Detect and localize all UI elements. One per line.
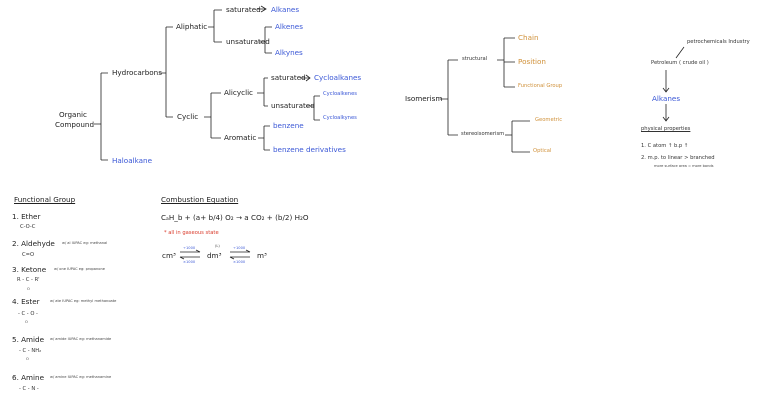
ketone-note: w/ one IUPAC eg: propanone — [54, 267, 105, 271]
aliphatic-label: Aliphatic — [176, 22, 208, 31]
alkynes-label: Alkynes — [275, 48, 303, 57]
property-1: 1. C atom ↑ b.p ↑ — [641, 143, 689, 149]
optical-label: Optical — [533, 148, 552, 154]
haloalkane-label: Haloalkane — [112, 156, 153, 165]
combustion-equation: CₐH_b + (a+ b/4) O₂ → a CO₂ + (b/2) H₂O — [161, 213, 309, 222]
conv-cm3-dm3: ÷1000 — [183, 246, 196, 250]
cyclic-unsaturated-label: unsaturated — [271, 101, 315, 110]
functional-group-isomer-label: Functional Group — [518, 83, 563, 89]
petroleum-label: Petroleum ( crude oil ) — [651, 60, 709, 66]
ketone-oxygen: O — [27, 287, 30, 291]
amine-formula: - C - N - — [19, 386, 39, 392]
ketone-formula: R - C - R' — [17, 277, 40, 283]
benzene-label: benzene — [273, 121, 304, 130]
unit-l-note: (L) — [215, 244, 220, 248]
ketone-label: 3. Ketone — [12, 265, 47, 274]
conv-dm3-m3: ÷1000 — [233, 246, 246, 250]
property-2-note: more surface area = more bonds — [654, 164, 714, 168]
alicyclic-label: Alicyclic — [224, 88, 254, 97]
ester-oxygen: O — [25, 320, 28, 324]
ester-note: w/ ate IUPAC eg: methyl methanoate — [50, 299, 117, 303]
aldehyde-note: w/ al IUPAC eg: methanal — [62, 241, 108, 245]
benzene-derivatives-label: benzene derivatives — [273, 145, 346, 154]
saturated-label: saturated — [226, 5, 261, 14]
alkanes-label: Alkanes — [271, 5, 300, 14]
property-2: 2. m.p. to linear > branched — [641, 155, 715, 161]
ester-formula: - C - O - — [18, 311, 38, 317]
amide-label: 5. Amide — [12, 335, 45, 344]
amide-formula: - C - NH₂ — [19, 348, 42, 354]
structural-label: structural — [462, 56, 488, 62]
cyclic-label: Cyclic — [177, 112, 199, 121]
cyclic-saturated-label: saturated — [271, 73, 306, 82]
ester-label: 4. Ester — [12, 297, 40, 306]
unit-cm3: cm³ — [162, 251, 176, 260]
petrochemicals-industry-label: petrochemicals Industry — [687, 39, 750, 45]
ether-label: 1. Ether — [12, 212, 41, 221]
conv-dm3-cm3: ×1000 — [183, 260, 196, 264]
cycloalkenes-label: Cycloalkenes — [323, 91, 357, 97]
unit-dm3: dm³ — [207, 251, 222, 260]
geometric-label: Geometric — [535, 117, 563, 123]
cycloalkanes-label: Cycloalkanes — [314, 73, 362, 82]
cycloalkynes-label: Cycloalkynes — [323, 115, 357, 121]
amine-note: w/ amine IUPAC eg: methanamine — [50, 375, 112, 379]
chain-label: Chain — [518, 33, 539, 42]
gaseous-note: * all in gaseous state — [164, 230, 219, 236]
hydrocarbons-label: Hydrocarbons — [112, 68, 162, 77]
physical-properties-label: physical properties — [641, 126, 691, 132]
aromatic-label: Aromatic — [224, 133, 257, 142]
stereoisomerism-label: stereoisomerism — [461, 131, 505, 137]
alkenes-label: Alkenes — [275, 22, 303, 31]
amide-oxygen: O — [26, 357, 29, 361]
aldehyde-formula: C=O — [22, 252, 35, 258]
conv-m3-dm3: ×1000 — [233, 260, 246, 264]
unsaturated-label: unsaturated — [226, 37, 270, 46]
compound-label: Compound — [55, 120, 95, 129]
petroleum-alkanes-label: Alkanes — [652, 94, 681, 103]
combustion-title: Combustion Equation — [161, 195, 239, 204]
isomerism-label: Isomerism — [405, 94, 443, 103]
aldehyde-label: 2. Aldehyde — [12, 239, 55, 248]
amine-label: 6. Amine — [12, 373, 45, 382]
position-label: Position — [518, 57, 546, 66]
unit-m3: m³ — [257, 251, 267, 260]
ether-formula: C-O-C — [20, 224, 36, 230]
functional-group-title: Functional Group — [14, 195, 76, 204]
amide-note: w/ amide IUPAC eg: methanamide — [50, 337, 112, 341]
organic-label: Organic — [59, 110, 87, 119]
